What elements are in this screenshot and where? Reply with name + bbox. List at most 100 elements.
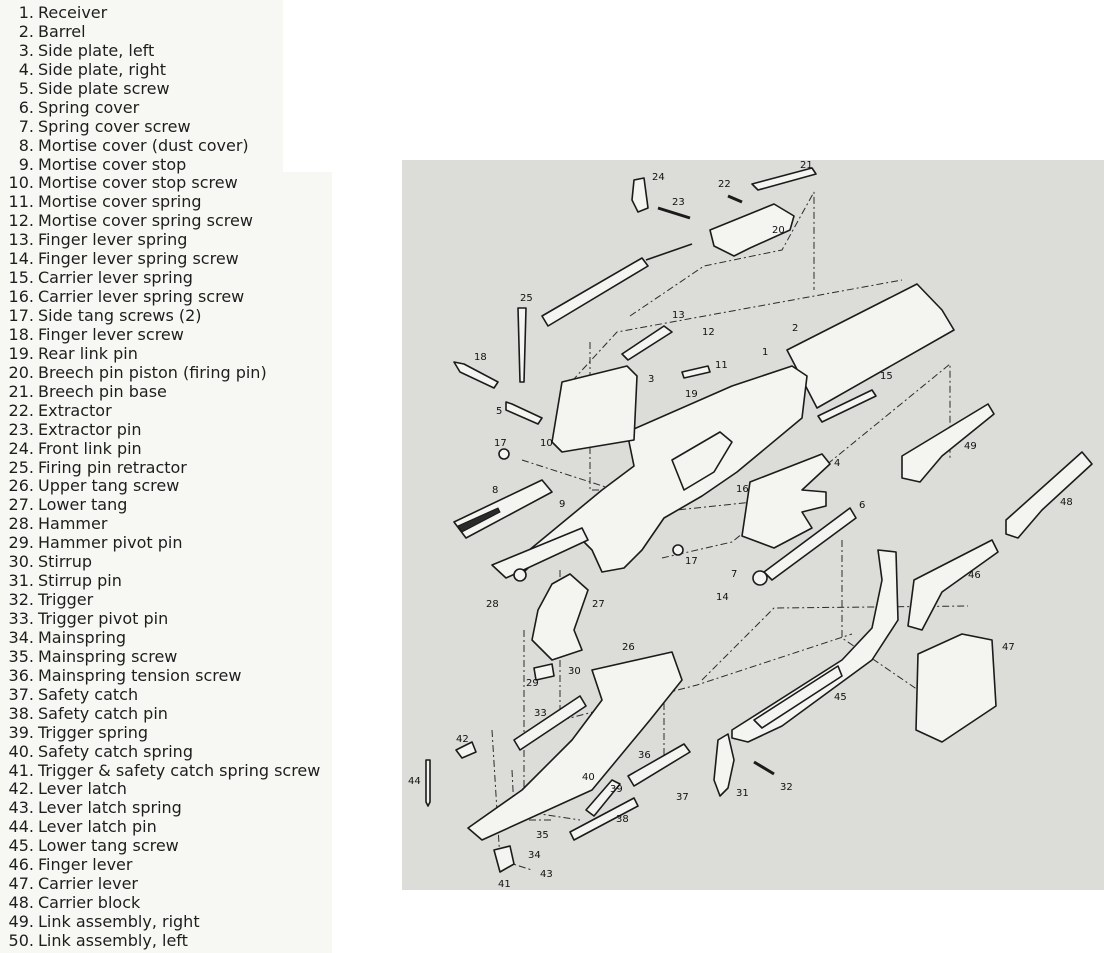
part-number: 19. bbox=[8, 343, 34, 363]
callout-label: 15 bbox=[880, 371, 893, 382]
parts-list-item: 13.Finger lever spring bbox=[0, 230, 320, 250]
part-name: Mortise cover spring bbox=[38, 192, 202, 212]
callout-label: 13 bbox=[672, 310, 685, 321]
part-number: 31. bbox=[8, 571, 34, 591]
lower-tang bbox=[467, 651, 683, 841]
parts-list-item: 31.Stirrup pin bbox=[0, 571, 320, 591]
left-side-plate bbox=[551, 365, 638, 453]
firing-pin-piston bbox=[541, 257, 649, 327]
callout-label: 12 bbox=[702, 327, 715, 338]
part-number: 37. bbox=[8, 684, 34, 704]
part-name: Carrier lever spring screw bbox=[38, 287, 245, 307]
part-name: Stirrup pin bbox=[38, 571, 122, 591]
part-name: Barrel bbox=[38, 21, 86, 41]
callout-label: 29 bbox=[526, 678, 539, 689]
lower-tang-strap bbox=[491, 527, 589, 579]
callout-label: 6 bbox=[859, 500, 866, 511]
exploded-diagram bbox=[425, 167, 1093, 873]
parts-list-item: 11.Mortise cover spring bbox=[0, 192, 320, 212]
safety-catch-spring bbox=[585, 779, 621, 817]
callout-label: 16 bbox=[736, 484, 749, 495]
callout-label: 1 bbox=[762, 347, 769, 358]
part-number: 7. bbox=[18, 116, 34, 136]
part-name: Carrier block bbox=[38, 893, 141, 913]
parts-list-item: 27.Lower tang bbox=[0, 495, 320, 515]
part-name: Carrier lever spring bbox=[38, 268, 193, 288]
mortise-cover-spring bbox=[681, 365, 711, 379]
parts-list-item: 32.Trigger bbox=[0, 590, 320, 610]
trigger bbox=[713, 733, 735, 797]
part-number: 44. bbox=[8, 817, 34, 837]
callout-label: 26 bbox=[622, 642, 635, 653]
parts-list-item: 49.Link assembly, right bbox=[0, 912, 320, 932]
part-number: 6. bbox=[18, 97, 34, 117]
part-number: 32. bbox=[8, 590, 34, 610]
part-number: 41. bbox=[8, 760, 34, 780]
part-number: 28. bbox=[8, 514, 34, 534]
callout-label: 23 bbox=[672, 197, 685, 208]
parts-list-item: 9.Mortise cover stop bbox=[0, 155, 320, 175]
parts-list-item: 24.Front link pin bbox=[0, 439, 320, 459]
parts-list-item: 33.Trigger pivot pin bbox=[0, 609, 320, 629]
callout-label: 17 bbox=[494, 438, 507, 449]
parts-list-item: 50.Link assembly, left bbox=[0, 930, 320, 951]
callout-label: 31 bbox=[736, 788, 749, 799]
part-name: Side plate, left bbox=[38, 40, 155, 60]
parts-list-item: 29.Hammer pivot pin bbox=[0, 533, 320, 553]
part-name: Stirrup bbox=[38, 552, 93, 572]
mortise-cover bbox=[453, 479, 553, 539]
callout-label: 39 bbox=[610, 784, 623, 795]
mainspring bbox=[513, 695, 587, 751]
part-number: 30. bbox=[8, 552, 34, 572]
callout-label: 34 bbox=[528, 850, 541, 861]
parts-list-item: 48.Carrier block bbox=[0, 893, 320, 913]
part-number: 39. bbox=[8, 722, 34, 742]
part-number: 5. bbox=[18, 78, 34, 98]
part-number: 48. bbox=[8, 893, 34, 913]
part-number: 1. bbox=[18, 3, 34, 22]
callout-label: 3 bbox=[648, 374, 655, 385]
firing-pin-retractor bbox=[631, 177, 649, 213]
part-name: Side plate, right bbox=[38, 59, 166, 79]
callout-label: 7 bbox=[731, 569, 738, 580]
parts-list-item: 3.Side plate, left bbox=[0, 40, 320, 61]
callout-label: 49 bbox=[964, 441, 977, 452]
receiver-window bbox=[671, 431, 733, 491]
side-tang-screw-b bbox=[672, 544, 684, 556]
side-plate-screw bbox=[505, 401, 543, 425]
part-name: Finger lever spring bbox=[38, 230, 188, 250]
carrier-block bbox=[915, 633, 997, 743]
breech-pin-base bbox=[709, 203, 795, 257]
part-number: 23. bbox=[8, 419, 34, 439]
callout-label: 47 bbox=[1002, 642, 1015, 653]
parts-list-item: 45.Lower tang screw bbox=[0, 836, 320, 856]
part-number: 46. bbox=[8, 855, 34, 875]
parts-list-item: 37.Safety catch bbox=[0, 684, 320, 705]
parts-list-item: 5.Side plate screw bbox=[0, 78, 320, 99]
part-name: Trigger bbox=[38, 590, 94, 610]
part-number: 49. bbox=[8, 912, 34, 931]
part-name: Side plate screw bbox=[38, 78, 170, 98]
callout-label: 33 bbox=[534, 708, 547, 719]
part-number: 29. bbox=[8, 533, 34, 553]
parts-list-item: 40.Safety catch spring bbox=[0, 742, 320, 762]
parts-list-item: 42.Lever latch bbox=[0, 779, 320, 799]
callout-label: 32 bbox=[780, 782, 793, 793]
callout-label: 46 bbox=[968, 570, 981, 581]
upper-tang-screw bbox=[517, 307, 527, 383]
part-name: Trigger & safety catch spring screw bbox=[38, 760, 321, 780]
parts-list-item: 30.Stirrup bbox=[0, 552, 320, 572]
part-number: 45. bbox=[8, 836, 34, 856]
part-name: Rear link pin bbox=[38, 343, 138, 363]
side-tang-screw-a bbox=[498, 448, 510, 460]
parts-list-item: 38.Safety catch pin bbox=[0, 704, 320, 724]
part-number: 50. bbox=[8, 930, 34, 950]
callout-label: 21 bbox=[800, 160, 813, 171]
part-number: 35. bbox=[8, 646, 34, 666]
part-number: 3. bbox=[18, 40, 34, 60]
part-name: Spring cover bbox=[38, 97, 140, 117]
tang-hole bbox=[513, 568, 527, 582]
callout-label: 28 bbox=[486, 599, 499, 610]
